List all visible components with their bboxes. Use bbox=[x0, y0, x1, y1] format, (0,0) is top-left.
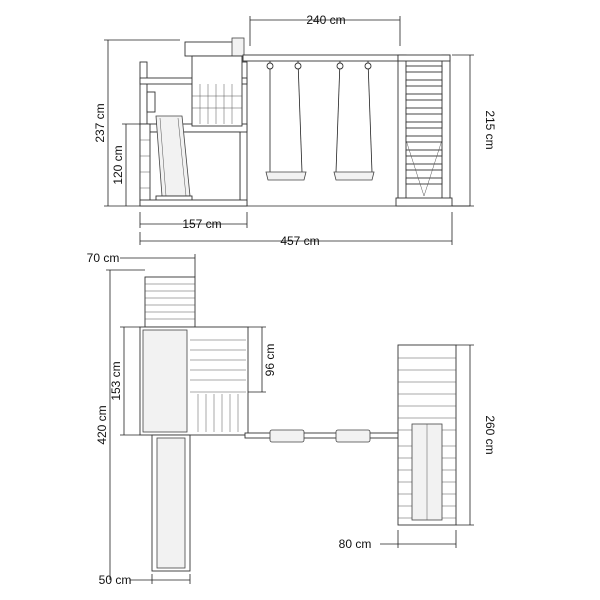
dim-platform-height: 120 cm bbox=[111, 145, 125, 184]
top-slide bbox=[151, 434, 191, 572]
top-ladder bbox=[144, 276, 196, 328]
side-climbing-frame bbox=[395, 54, 453, 207]
dim-ladder-height: 215 cm bbox=[483, 110, 497, 149]
dim-ladder-width: 70 cm bbox=[87, 251, 120, 265]
dim-deck-width: 96 cm bbox=[263, 344, 277, 377]
dim-climber-width: 80 cm bbox=[339, 537, 372, 551]
tower-base-rail bbox=[139, 199, 248, 207]
top-deck bbox=[139, 326, 249, 436]
climbing-rungs bbox=[405, 65, 443, 185]
deck-boards bbox=[190, 339, 246, 432]
top-view: 70 cm 96 cm 153 cm 420 cm 260 cm 80 cm 5… bbox=[87, 251, 497, 587]
top-dim-lines bbox=[106, 254, 474, 584]
swing-2 bbox=[333, 60, 375, 181]
tower-ladder bbox=[139, 123, 151, 207]
dim-total-height: 237 cm bbox=[93, 103, 107, 142]
dim-deck-depth: 153 cm bbox=[109, 361, 123, 400]
swing-1 bbox=[265, 60, 307, 181]
top-climbing-frame bbox=[397, 344, 457, 526]
canopy-bracket bbox=[231, 37, 245, 57]
side-dim-lines bbox=[104, 16, 474, 245]
dim-tower-width: 157 cm bbox=[182, 217, 221, 231]
swing-top-beam bbox=[242, 54, 404, 62]
side-slide bbox=[155, 115, 193, 203]
side-tower bbox=[139, 37, 248, 207]
tower-rail-slats bbox=[192, 84, 242, 124]
dim-swing-width: 240 cm bbox=[306, 13, 345, 27]
top-swing-beam bbox=[244, 429, 411, 443]
swing-beam bbox=[242, 54, 404, 181]
tower-rear-wall bbox=[191, 55, 243, 127]
tower-side-panel bbox=[146, 91, 156, 113]
dim-total-depth: 420 cm bbox=[95, 405, 109, 444]
dim-slide-width: 50 cm bbox=[99, 573, 132, 587]
side-view: 240 cm 237 cm 120 cm 215 cm 157 cm 457 c… bbox=[93, 13, 497, 248]
dim-total-length: 457 cm bbox=[280, 234, 319, 248]
dim-climber-depth: 260 cm bbox=[483, 415, 497, 454]
